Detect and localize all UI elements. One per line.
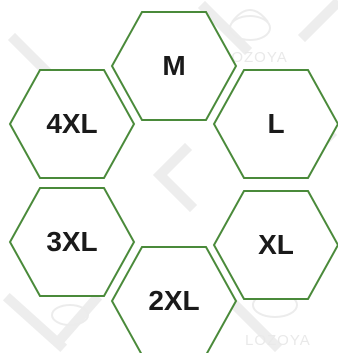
size-option-4xl[interactable]: 4XL bbox=[8, 68, 136, 180]
size-option-label: L bbox=[212, 68, 338, 180]
size-option-label: 4XL bbox=[8, 68, 136, 180]
size-option-l[interactable]: L bbox=[212, 68, 338, 180]
size-option-label: 2XL bbox=[110, 245, 238, 353]
watermark-brand-text: LOZOYA bbox=[245, 332, 311, 349]
size-option-2xl[interactable]: 2XL bbox=[110, 245, 238, 353]
